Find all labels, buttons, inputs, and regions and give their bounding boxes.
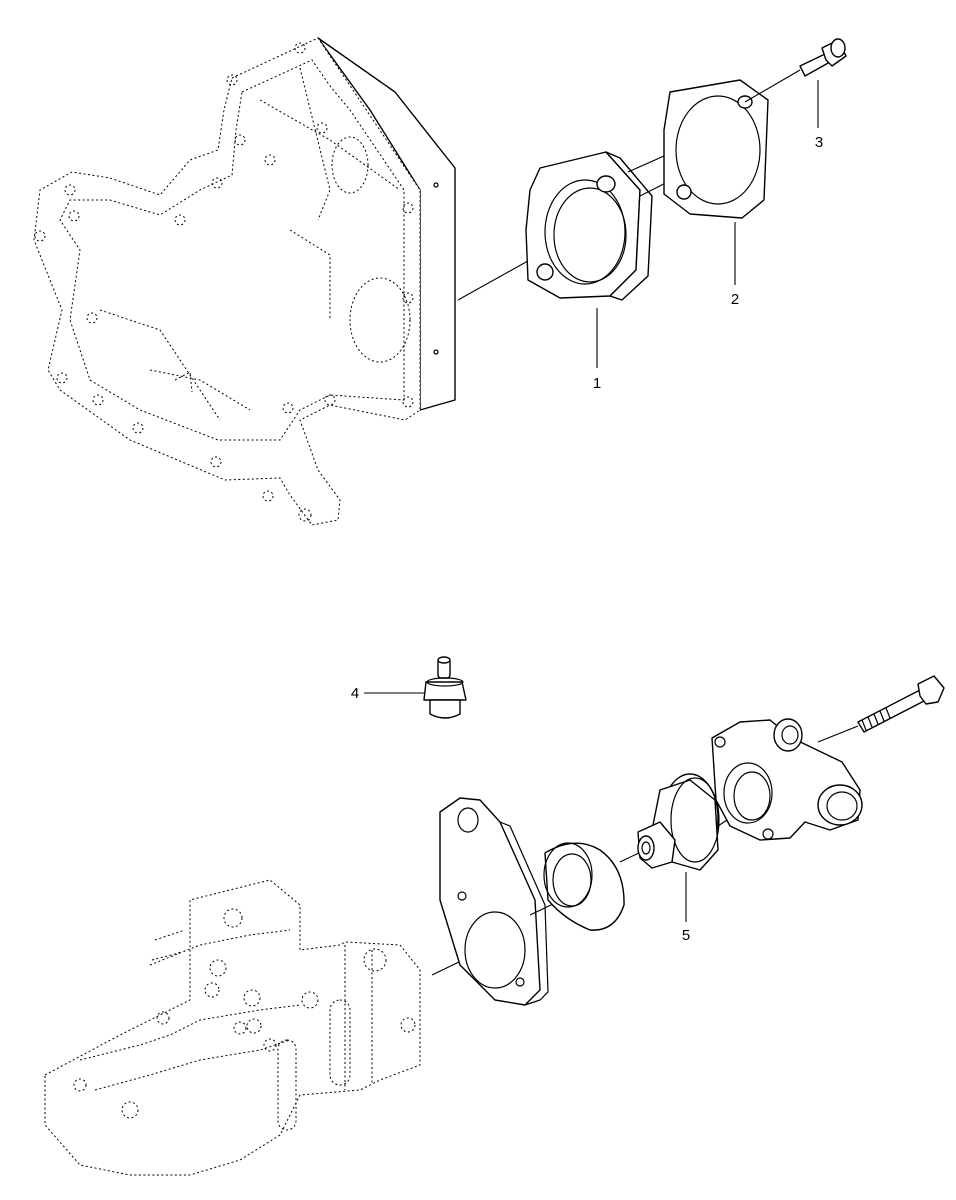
callout-leaders xyxy=(364,80,819,922)
flange-plate-part-1 xyxy=(525,151,653,301)
thermostat-part-5 xyxy=(637,773,720,871)
breather-fitting-part-4 xyxy=(423,656,467,719)
bolt-part-3 xyxy=(799,38,847,77)
timing-cover-drawing xyxy=(33,37,456,526)
adapter-plate xyxy=(439,797,549,1006)
callout-label-2: 2 xyxy=(731,291,739,308)
callout-label-3: 3 xyxy=(815,134,823,151)
cylinder-head-drawing xyxy=(44,879,421,1176)
thermostat-housing xyxy=(711,718,863,841)
callout-label-4: 4 xyxy=(351,685,359,702)
callout-label-5: 5 xyxy=(682,927,690,944)
callout-label-1: 1 xyxy=(593,375,601,392)
gasket-part-2 xyxy=(663,79,769,219)
housing-bolt xyxy=(857,675,945,733)
seal-ring xyxy=(543,842,625,931)
